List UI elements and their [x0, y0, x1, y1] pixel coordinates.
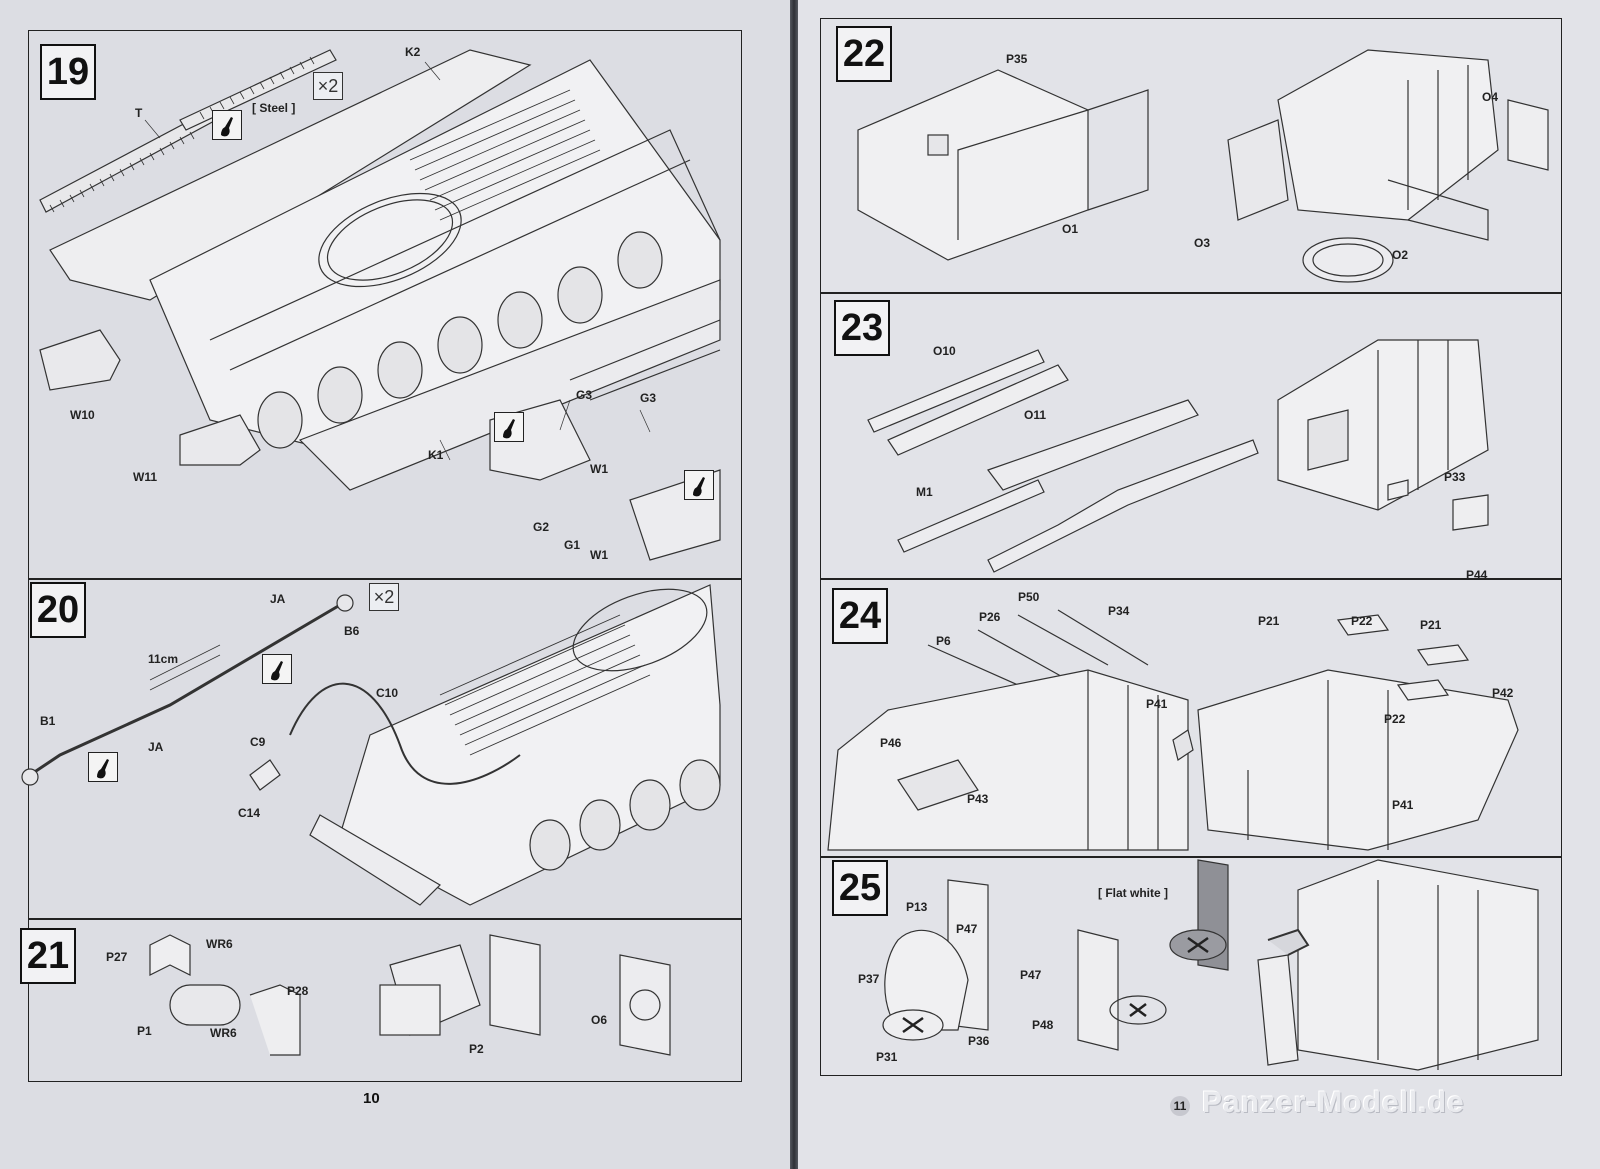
label-p42: P42 — [1492, 686, 1514, 700]
label-o1: O1 — [1062, 222, 1079, 236]
step-21-number: 21 — [20, 928, 76, 984]
label-c14: C14 — [238, 806, 261, 820]
right-page-frame — [820, 18, 1562, 1076]
label-p36: P36 — [968, 1034, 990, 1048]
label-p48: P48 — [1032, 1018, 1054, 1032]
step-24-number: 24 — [832, 588, 888, 644]
steel-note: [ Steel ] — [252, 101, 296, 115]
label-p43: P43 — [967, 792, 989, 806]
label-o10: O10 — [933, 344, 956, 358]
label-t: T — [135, 106, 143, 120]
paint-drop-icon — [88, 752, 118, 782]
step24-turret-roof-drawing — [827, 609, 1519, 851]
label-wr6-a: WR6 — [206, 937, 233, 951]
label-p41-b: P41 — [1392, 798, 1414, 812]
step23-gun-barrel-drawing — [867, 339, 1489, 573]
label-g1: G1 — [564, 538, 581, 552]
label-p6: P6 — [936, 634, 951, 648]
paint-drop-icon — [494, 412, 524, 442]
step19-multiplier: ×2 — [313, 72, 343, 100]
label-g3-b: G3 — [640, 391, 657, 405]
book-spine — [790, 0, 798, 1169]
label-p22-a: P22 — [1351, 614, 1373, 628]
step20-tow-cable-drawing — [21, 584, 721, 906]
label-g2: G2 — [533, 520, 550, 534]
label-p28: P28 — [287, 984, 309, 998]
label-p47-b: P47 — [1020, 968, 1042, 982]
step-22-number: 22 — [836, 26, 892, 82]
watermark-text: Panzer-Modell.de — [1202, 1086, 1465, 1119]
label-k2: K2 — [405, 45, 421, 59]
page-number-left: 10 — [363, 1090, 380, 1107]
label-p21-b: P21 — [1420, 618, 1442, 632]
step23-divider — [820, 578, 1562, 580]
label-g3-a: G3 — [576, 388, 593, 402]
label-o2: O2 — [1392, 248, 1409, 262]
step20-divider — [28, 918, 742, 920]
label-ja-top: JA — [270, 592, 286, 606]
label-p22-b: P22 — [1384, 712, 1406, 726]
label-p34: P34 — [1108, 604, 1130, 618]
label-p47-a: P47 — [956, 922, 978, 936]
label-p27: P27 — [106, 950, 128, 964]
label-o11: O11 — [1024, 408, 1047, 422]
label-p1: P1 — [137, 1024, 152, 1038]
label-m1: M1 — [916, 485, 933, 499]
paint-drop-icon — [262, 654, 292, 684]
paint-drop-icon — [212, 110, 242, 140]
left-page-frame — [28, 30, 742, 1082]
label-o4: O4 — [1482, 90, 1499, 104]
label-p35: P35 — [1006, 52, 1028, 66]
label-w1-a: W1 — [590, 462, 608, 476]
label-o6: O6 — [591, 1013, 608, 1027]
step21-parts-drawing — [149, 934, 671, 1056]
label-p46: P46 — [880, 736, 902, 750]
label-p13: P13 — [906, 900, 928, 914]
measure-11cm: 11cm — [148, 652, 179, 666]
step20-multiplier: ×2 — [369, 583, 399, 611]
label-p21-a: P21 — [1258, 614, 1280, 628]
label-w1-b: W1 — [590, 548, 608, 562]
page-number-right: 11 — [1170, 1096, 1190, 1116]
label-p50: P50 — [1018, 590, 1040, 604]
label-c9: C9 — [250, 735, 266, 749]
label-c10: C10 — [376, 686, 399, 700]
flat-white-note: [ Flat white ] — [1098, 886, 1168, 900]
right-page: 22 P35 O1 O4 O3 O2 23 — [798, 0, 1600, 1169]
step-19-number: 19 — [40, 44, 96, 100]
label-p26: P26 — [979, 610, 1001, 624]
step22-divider — [820, 292, 1562, 294]
label-p44: P44 — [1466, 568, 1488, 582]
label-p33: P33 — [1444, 470, 1466, 484]
left-page: 19 — [0, 0, 790, 1169]
label-p2: P2 — [469, 1042, 484, 1056]
label-w11: W11 — [133, 470, 158, 484]
step22-turret-drawing — [857, 49, 1549, 283]
label-b1: B1 — [40, 714, 56, 728]
label-b6: B6 — [344, 624, 360, 638]
label-w10: W10 — [70, 408, 95, 422]
label-ja-bottom: JA — [148, 740, 164, 754]
label-p41-a: P41 — [1146, 697, 1168, 711]
step-25-number: 25 — [832, 860, 888, 916]
label-wr6-b: WR6 — [210, 1026, 237, 1040]
step25-hatch-drawing — [882, 859, 1539, 1071]
step24-divider — [820, 856, 1562, 858]
paint-drop-icon — [684, 470, 714, 500]
step-23-number: 23 — [834, 300, 890, 356]
label-p37: P37 — [858, 972, 880, 986]
label-o3: O3 — [1194, 236, 1211, 250]
step-20-number: 20 — [30, 582, 86, 638]
label-p31: P31 — [876, 1050, 898, 1064]
step19-hull-drawing — [39, 49, 721, 561]
step19-divider — [28, 578, 742, 580]
label-k1: K1 — [428, 448, 444, 462]
